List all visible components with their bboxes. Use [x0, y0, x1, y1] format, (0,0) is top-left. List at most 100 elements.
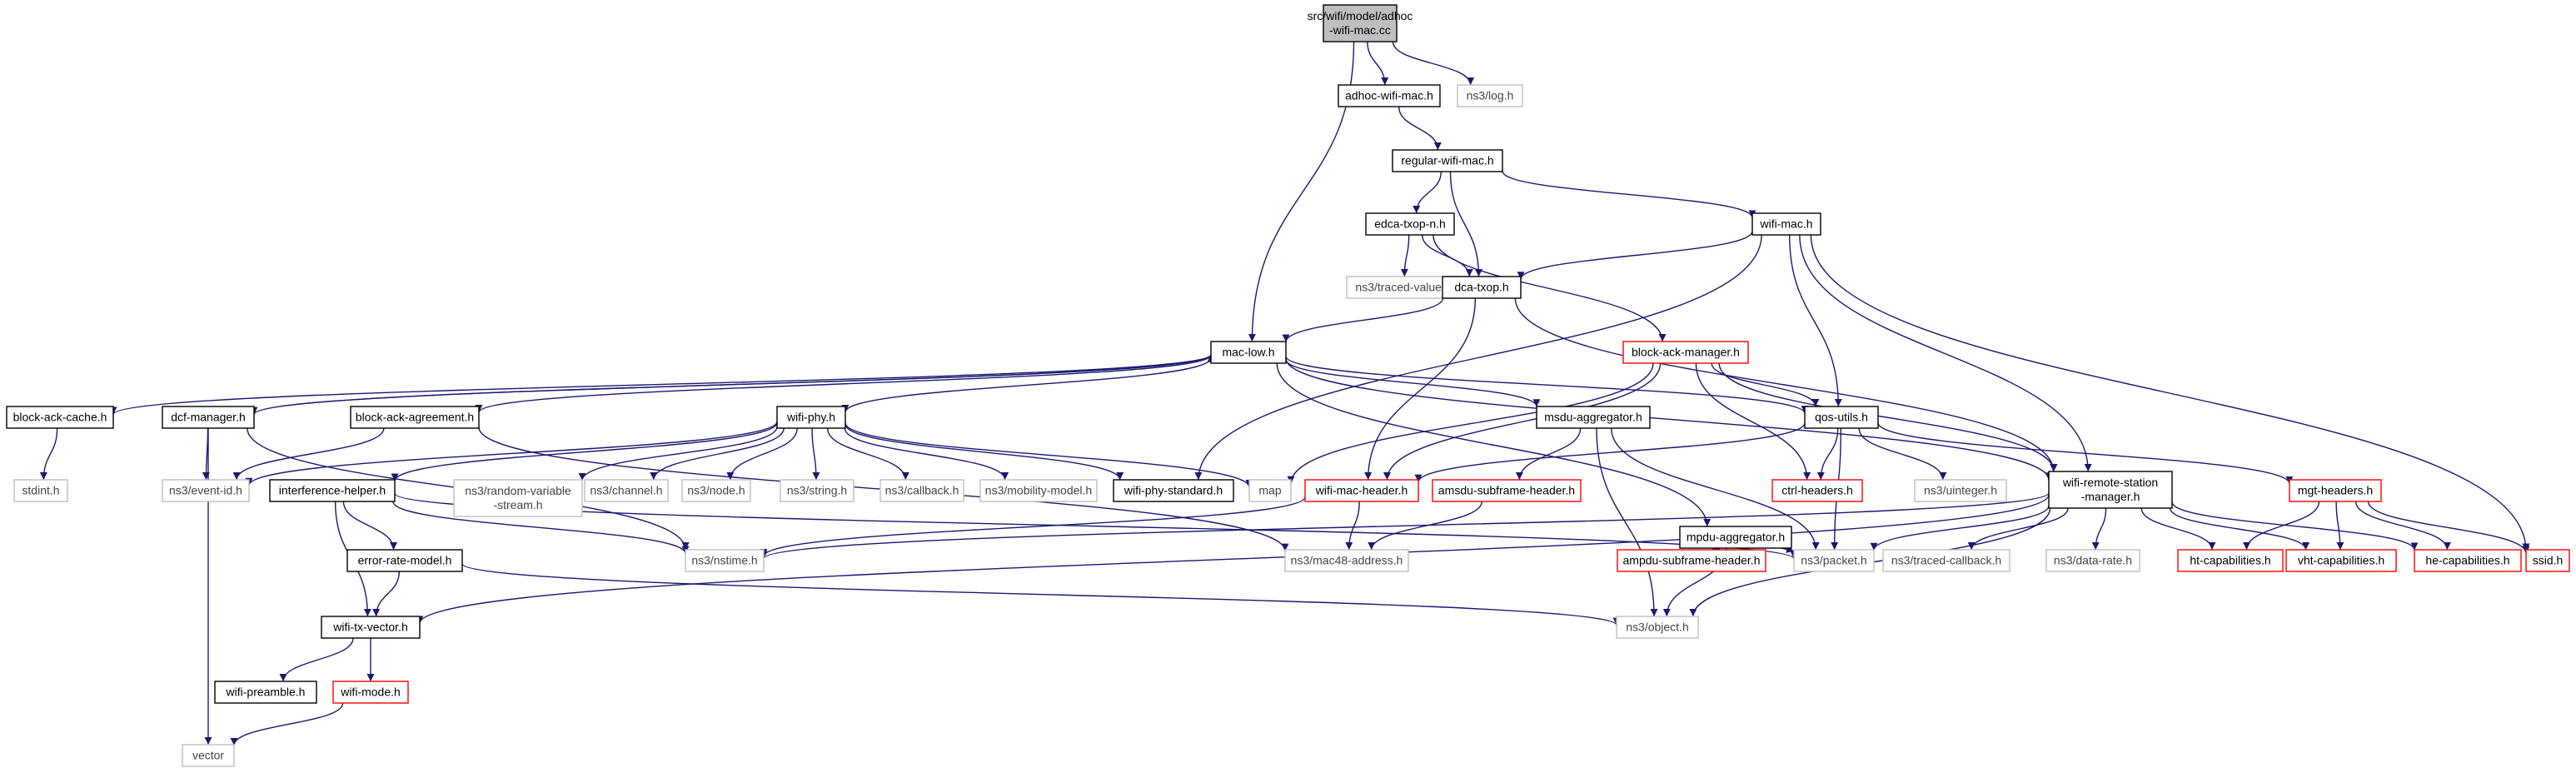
edge-wifi_mode-to-vector	[230, 702, 344, 746]
node-msdu-aggregator[interactable]: msdu-aggregator.h	[1536, 406, 1651, 429]
node-box	[2045, 549, 2140, 572]
node-wifi-mac[interactable]: wifi-mac.h	[1751, 212, 1821, 236]
node-layer: src/wifi/model/adhoc-wifi-mac.cc adhoc-wi…	[6, 4, 2570, 767]
node-box	[879, 479, 964, 502]
node-label: ht-capabilities.h	[2190, 554, 2270, 567]
node-qos-utils[interactable]: qos-utils.h	[1804, 406, 1879, 429]
node-ns3-random-variable-stream[interactable]: ns3/random-variable-stream.h	[453, 479, 583, 517]
node-label: ns3/traced-value.h	[1355, 281, 1451, 294]
node-label: ns3/mobility-model.h	[985, 484, 1092, 497]
node-ht-capabilities[interactable]: ht-capabilities.h	[2177, 549, 2284, 572]
node-wifi-mode[interactable]: wifi-mode.h	[332, 681, 409, 704]
node-wifi-phy-standard[interactable]: wifi-phy-standard.h	[1113, 479, 1234, 502]
node-wifi-tx-vector[interactable]: wifi-tx-vector.h	[321, 616, 421, 639]
node-box	[1210, 341, 1287, 364]
node-box	[1365, 212, 1455, 236]
node-block-ack-agreement[interactable]: block-ack-agreement.h	[350, 406, 480, 429]
node-ns3-nstime[interactable]: ns3/nstime.h	[685, 549, 765, 572]
edge-block_ack_agreement-to-ns3_event_id	[232, 427, 385, 481]
edge-block_ack_manager-to-wifi_remote_station_manager	[1718, 362, 2058, 472]
node-mpdu-aggregator[interactable]: mpdu-aggregator.h	[1679, 526, 1792, 549]
node-block-ack-manager[interactable]: block-ack-manager.h	[1622, 341, 1749, 364]
edge-msdu_aggregator-to-amsdu_subframe_header	[1515, 427, 1582, 481]
node-dcf-manager[interactable]: dcf-manager.h	[162, 406, 255, 429]
node-regular-wifi-mac[interactable]: regular-wifi-mac.h	[1392, 149, 1503, 172]
node-ctrl-headers[interactable]: ctrl-headers.h	[1771, 479, 1863, 502]
node-ns3-event-id[interactable]: ns3/event-id.h	[162, 479, 250, 502]
node-edca-txop-n[interactable]: edca-txop-n.h	[1365, 212, 1455, 236]
node-ns3-channel[interactable]: ns3/channel.h	[584, 479, 669, 502]
node-box	[2525, 549, 2570, 572]
node-wifi-remote-station-manager[interactable]: wifi-remote-station-manager.h	[2048, 471, 2173, 509]
node-label: block-ack-cache.h	[13, 411, 107, 424]
node-mac-low[interactable]: mac-low.h	[1210, 341, 1287, 364]
node-vector[interactable]: vector	[182, 744, 235, 767]
node-label: mpdu-aggregator.h	[1687, 531, 1785, 544]
node-ns3-traced-callback[interactable]: ns3/traced-callback.h	[1882, 549, 2010, 572]
node-he-capabilities[interactable]: he-capabilities.h	[2414, 549, 2522, 572]
node-wifi-phy[interactable]: wifi-phy.h	[776, 406, 846, 429]
edge-wifi_tx_vector-to-wifi_preamble	[279, 637, 354, 682]
edge-interference_helper-to-ns3_nstime	[392, 501, 690, 554]
edge-mac_low-to-qos_utils	[1285, 356, 1809, 414]
edge-wifi_mac-to-wifi_phy_standard	[1194, 234, 1762, 481]
node-label: edca-txop-n.h	[1374, 217, 1446, 231]
node-box	[2048, 471, 2173, 509]
node-label: amsdu-subframe-header.h	[1438, 484, 1575, 497]
node-box	[780, 479, 855, 502]
edge-wifi_phy-to-ns3_node	[726, 427, 798, 481]
node-box	[1616, 616, 1699, 639]
node-amsdu-subframe-header[interactable]: amsdu-subframe-header.h	[1432, 479, 1582, 502]
node-label: vht-capabilities.h	[2298, 554, 2384, 567]
node-wifi-mac-header[interactable]: wifi-mac-header.h	[1304, 479, 1419, 502]
node-ns3-data-rate[interactable]: ns3/data-rate.h	[2045, 549, 2140, 572]
node-box	[453, 479, 583, 517]
node-map[interactable]: map	[1248, 479, 1292, 502]
edge-wifi_remote_station_manager-to-ns3_nstime	[760, 492, 2050, 560]
edge-mgt_headers-to-ht_capabilities	[2243, 501, 2320, 551]
node-box	[681, 479, 751, 502]
node-label: map	[1258, 484, 1281, 497]
node-box	[1457, 84, 1523, 107]
edge-wifi_phy-to-ns3_random_variable_stream	[578, 426, 778, 481]
node-adhoc-wifi-mac[interactable]: adhoc-wifi-mac.h	[1338, 84, 1441, 107]
node-label: regular-wifi-mac.h	[1401, 154, 1493, 167]
node-label: ns3/node.h	[687, 484, 745, 497]
node-ns3-object[interactable]: ns3/object.h	[1616, 616, 1699, 639]
node-vht-capabilities[interactable]: vht-capabilities.h	[2285, 549, 2397, 572]
node-mgt-headers[interactable]: mgt-headers.h	[2289, 479, 2382, 502]
edge-wifi_remote_station_manager-to-wifi_tx_vector	[416, 494, 2050, 624]
node-stdint[interactable]: stdint.h	[13, 479, 68, 502]
edge-mac_low-to-wifi_phy	[841, 357, 1212, 413]
node-box	[346, 549, 463, 572]
node-box	[162, 406, 255, 429]
node-ampdu-subframe-header[interactable]: ampdu-subframe-header.h	[1617, 549, 1766, 572]
node-ns3-uinteger[interactable]: ns3/uinteger.h	[1914, 479, 2007, 502]
node-ns3-mac48-address[interactable]: ns3/mac48-address.h	[1284, 549, 1409, 572]
node-label: wifi-phy-standard.h	[1124, 484, 1223, 497]
node-ns3-string[interactable]: ns3/string.h	[780, 479, 855, 502]
node-label: qos-utils.h	[1815, 411, 1868, 424]
edge-wifi_remote_station_manager-to-ht_capabilities	[2140, 507, 2216, 551]
node-dca-txop[interactable]: dca-txop.h	[1442, 276, 1522, 299]
node-label: ns3/string.h	[787, 484, 847, 497]
node-error-rate-model[interactable]: error-rate-model.h	[346, 549, 463, 572]
node-ns3-mobility-model[interactable]: ns3/mobility-model.h	[979, 479, 1098, 502]
node-ssid[interactable]: ssid.h	[2525, 549, 2570, 572]
node-root[interactable]: src/wifi/model/adhoc-wifi-mac.cc	[1308, 4, 1413, 42]
node-label: ns3/random-variable	[465, 484, 571, 497]
node-wifi-preamble[interactable]: wifi-preamble.h	[214, 681, 317, 704]
node-block-ack-cache[interactable]: block-ack-cache.h	[6, 406, 114, 429]
node-label: -stream.h	[493, 498, 542, 511]
node-ns3-log[interactable]: ns3/log.h	[1457, 84, 1523, 107]
edge-wifi_phy-to-ns3_string	[811, 427, 820, 481]
edge-block_ack_manager-to-qos_utils	[1711, 362, 1820, 407]
node-ns3-node[interactable]: ns3/node.h	[681, 479, 751, 502]
node-ns3-callback[interactable]: ns3/callback.h	[879, 479, 964, 502]
node-ns3-packet[interactable]: ns3/packet.h	[1793, 549, 1875, 572]
node-ns3-traced-value[interactable]: ns3/traced-value.h	[1346, 276, 1461, 299]
node-interference-helper[interactable]: interference-helper.h	[269, 479, 396, 502]
node-label: interference-helper.h	[279, 484, 386, 497]
node-box	[1771, 479, 1863, 502]
